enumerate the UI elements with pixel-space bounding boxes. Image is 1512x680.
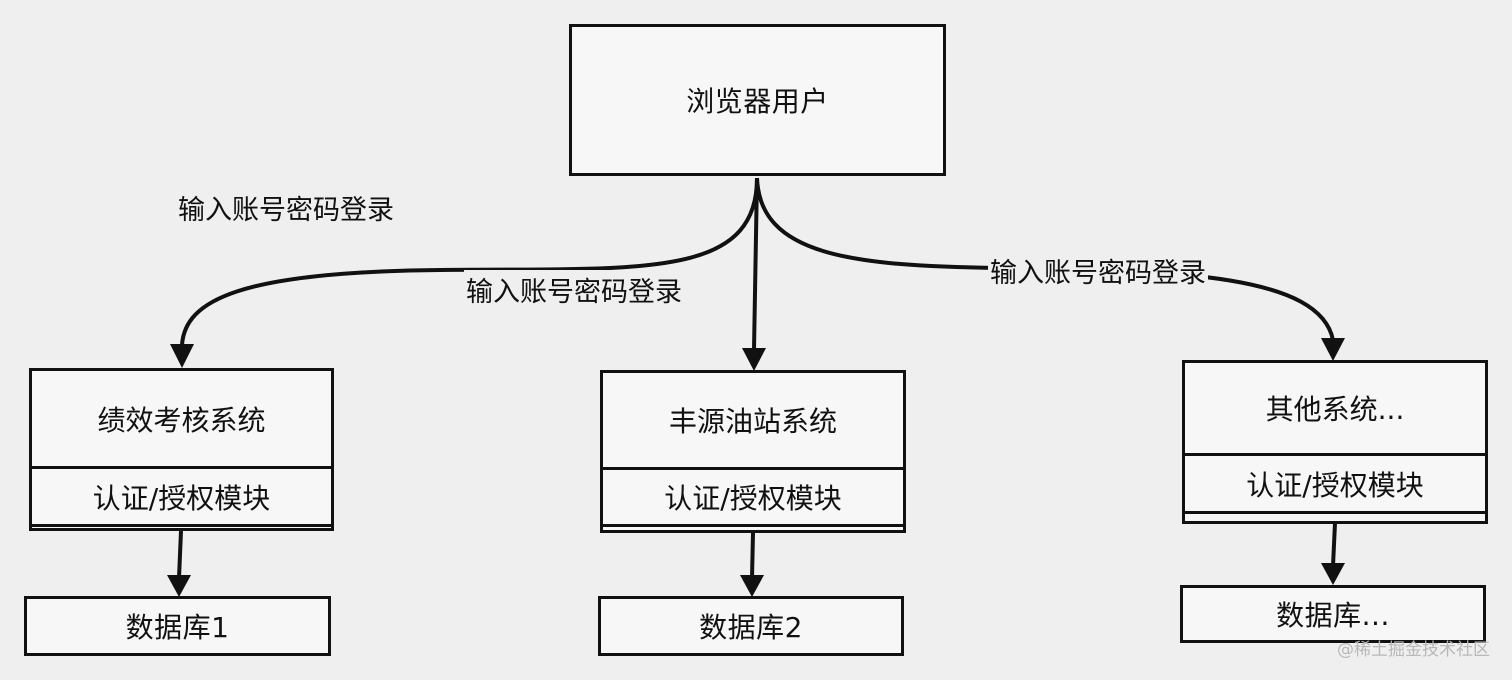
- edge-label-middle: 输入账号密码登录: [464, 270, 684, 309]
- arrowhead-db1: [167, 575, 191, 597]
- edge-sys2-to-db2: [750, 532, 755, 579]
- edge-user-to-sys2: [752, 177, 759, 351]
- node-db2: 数据库2: [598, 596, 904, 656]
- edge-user-to-sys1: [180, 177, 759, 346]
- arrowhead-sys3: [1321, 338, 1345, 361]
- arrowhead-sys1: [170, 344, 194, 368]
- node-sys1: 绩效考核系统 认证/授权模块: [29, 368, 334, 531]
- node-db1: 数据库1: [24, 596, 331, 656]
- node-sys3-module-text: 认证/授权模块: [1246, 468, 1424, 502]
- node-sys1-title-text: 绩效考核系统: [97, 403, 266, 437]
- node-db3-label: 数据库...: [1276, 599, 1390, 632]
- node-sys2-module: 认证/授权模块: [603, 470, 903, 527]
- node-sys2-title-text: 丰源油站系统: [668, 405, 837, 438]
- node-sys1-module-text: 认证/授权模块: [92, 481, 271, 515]
- edge-label-left: 输入账号密码登录: [178, 195, 394, 226]
- node-sys2-title: 丰源油站系统: [603, 373, 903, 470]
- arrowhead-sys2: [742, 348, 766, 371]
- node-sys1-title: 绩效考核系统: [32, 371, 331, 469]
- node-db1-label: 数据库1: [125, 611, 230, 644]
- node-browser-user-label: 浏览器用户: [686, 85, 829, 118]
- node-sys1-module: 认证/授权模块: [32, 469, 331, 527]
- node-db3: 数据库...: [1180, 585, 1486, 643]
- node-sys3: 其他系统... 认证/授权模块: [1182, 360, 1488, 524]
- edge-sys1-to-db1: [177, 530, 183, 579]
- node-sys2-module-text: 认证/授权模块: [664, 482, 842, 515]
- edge-label-right: 输入账号密码登录: [988, 251, 1208, 290]
- node-db2-label: 数据库2: [699, 611, 803, 644]
- node-sys3-title-text: 其他系统...: [1265, 393, 1405, 426]
- node-sys2: 丰源油站系统 认证/授权模块: [600, 370, 906, 533]
- edge-sys3-to-db3: [1331, 522, 1337, 567]
- watermark: @稀土掘金技术社区: [1337, 640, 1490, 660]
- arrowhead-db3: [1321, 563, 1345, 585]
- node-sys3-title: 其他系统...: [1185, 363, 1485, 456]
- node-browser-user: 浏览器用户: [569, 24, 946, 176]
- arrowhead-db2: [740, 575, 764, 597]
- node-sys3-module: 认证/授权模块: [1185, 456, 1485, 514]
